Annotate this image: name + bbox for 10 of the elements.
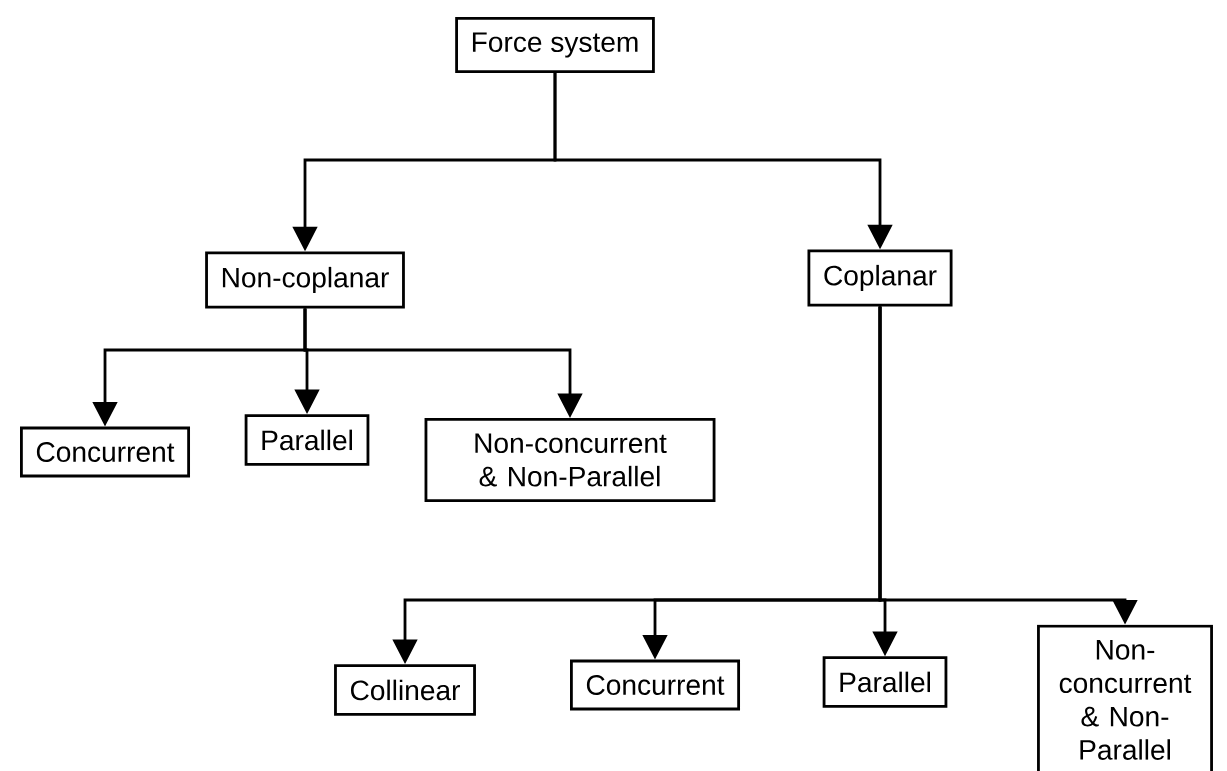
category-box: Parallel	[822, 656, 948, 708]
category-box: Concurrent	[20, 426, 190, 478]
category-box: Non-coplanar	[205, 251, 405, 309]
category-box: Concurrent	[570, 659, 740, 711]
category-box: Collinear	[334, 664, 476, 716]
category-box: Parallel	[244, 414, 370, 466]
category-box: Non-concurrent & Non-Parallel	[424, 418, 716, 502]
category-box: Force system	[455, 16, 655, 74]
category-box: Coplanar	[807, 249, 953, 307]
category-box: Non-concurrent & Non-Parallel	[1037, 624, 1213, 771]
